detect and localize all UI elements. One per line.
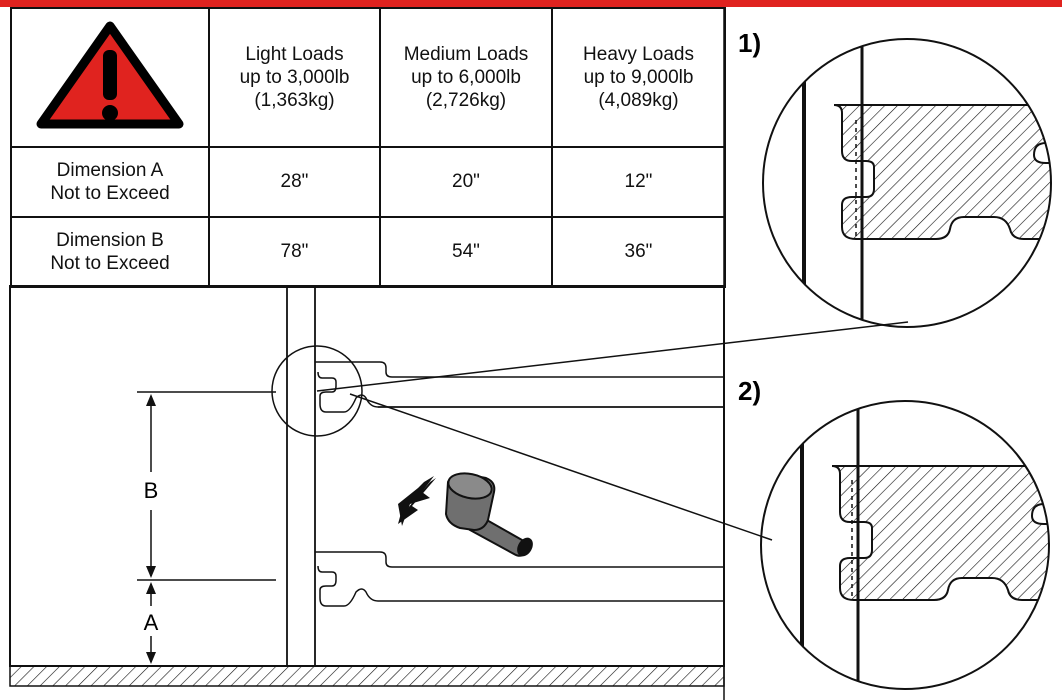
warning-icon (36, 21, 184, 129)
top-accent-bar (0, 0, 1062, 7)
floor-hatch (9, 665, 725, 687)
detail-circle-2 (760, 400, 1050, 690)
table-header-row: Light Loads up to 3,000lb (1,363kg) Medi… (10, 7, 726, 148)
dimension-b (137, 391, 276, 581)
column-header-light: Light Loads up to 3,000lb (1,363kg) (208, 7, 381, 148)
lower-beam (315, 551, 724, 607)
lower-panel-frame (9, 285, 725, 667)
warning-cell (10, 7, 210, 148)
cell-a-light: 28" (208, 146, 381, 218)
cell-a-heavy: 12" (551, 146, 726, 218)
dimension-a-label: A (144, 610, 159, 635)
hammer-icon (444, 472, 533, 557)
step-2-label: 2) (738, 376, 761, 406)
upright-post (286, 286, 316, 666)
column-header-medium: Medium Loads up to 6,000lb (2,726kg) (379, 7, 553, 148)
cell-a-medium: 20" (379, 146, 553, 218)
callout-line-2 (349, 393, 773, 541)
detail-2-drawing (800, 401, 1049, 689)
load-capacity-table: Light Loads up to 3,000lb (1,363kg) Medi… (10, 7, 726, 288)
step-1-label: 1) (738, 28, 761, 58)
cell-b-medium: 54" (379, 216, 553, 288)
upper-beam (315, 361, 724, 413)
dimension-a (146, 582, 156, 664)
table-row-dimension-a: Dimension A Not to Exceed 28" 20" 12" (10, 146, 726, 218)
detail-1-drawing (802, 40, 1051, 327)
detail-circle-marker (271, 345, 363, 437)
callout-line-1 (316, 321, 909, 392)
arrow-down-left-icon (398, 476, 436, 526)
row-label-dimension-a: Dimension A Not to Exceed (10, 146, 210, 218)
row-label-dimension-b: Dimension B Not to Exceed (10, 216, 210, 288)
dimension-b-label: B (144, 478, 159, 503)
detail-circle-1 (762, 38, 1052, 328)
column-header-heavy: Heavy Loads up to 9,000lb (4,089kg) (551, 7, 726, 148)
